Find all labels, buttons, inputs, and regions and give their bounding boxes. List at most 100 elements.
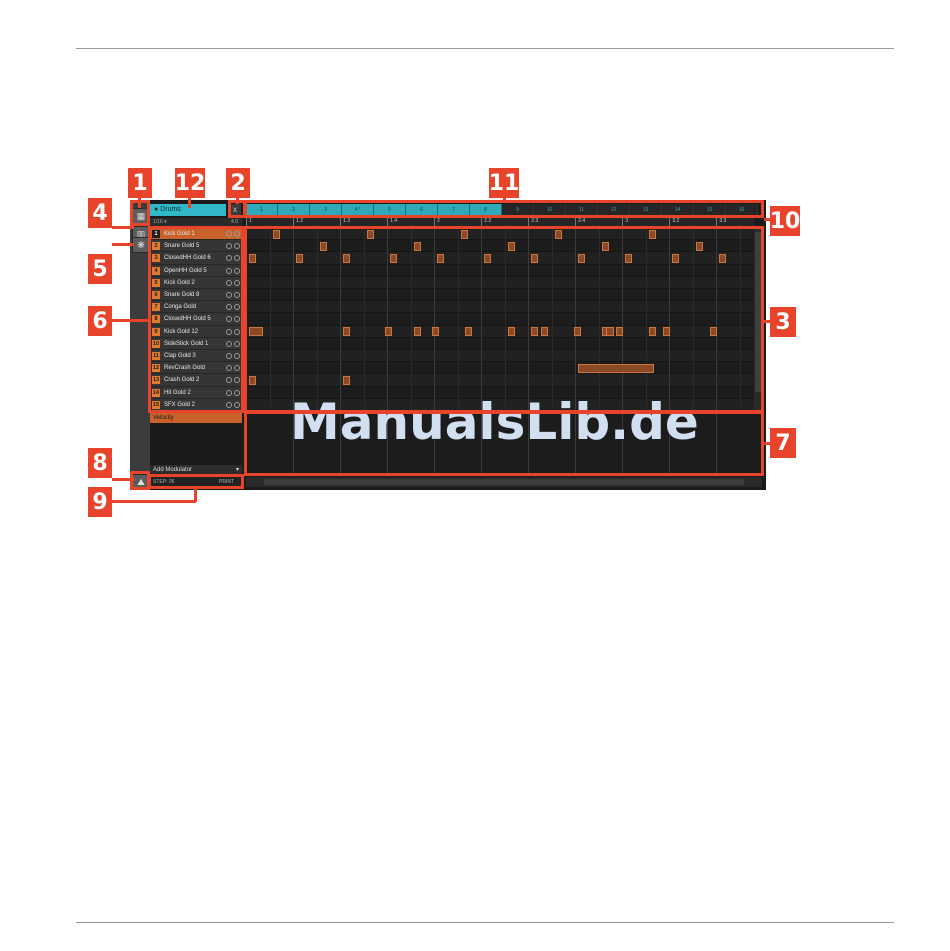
note-event[interactable]	[615, 327, 623, 337]
note-event[interactable]	[625, 253, 633, 264]
note-event[interactable]	[272, 229, 280, 239]
grid-resolution-select[interactable]: 1/16 ▾	[153, 219, 167, 225]
group-name-field[interactable]: ● Drums	[150, 204, 226, 216]
modulation-lane[interactable]	[246, 413, 760, 473]
note-event[interactable]	[413, 327, 421, 337]
mute-icon[interactable]	[226, 231, 232, 237]
note-event[interactable]	[648, 327, 656, 337]
note-event[interactable]	[437, 253, 445, 264]
mute-icon[interactable]	[226, 353, 232, 359]
note-event[interactable]	[343, 375, 351, 386]
grid-lane[interactable]	[246, 276, 754, 289]
note-event[interactable]	[249, 375, 257, 386]
note-event[interactable]	[540, 327, 548, 337]
print-button[interactable]: PRINT	[219, 479, 234, 485]
note-event[interactable]	[573, 327, 581, 337]
vertical-scrollbar[interactable]	[754, 228, 762, 411]
grid-lane[interactable]	[246, 325, 754, 338]
note-event[interactable]	[507, 327, 515, 337]
grid-lane[interactable]	[246, 228, 754, 241]
grid-lane[interactable]	[246, 374, 754, 387]
pattern-slot[interactable]: 16	[726, 204, 758, 216]
mute-icon[interactable]	[226, 243, 232, 250]
solo-icon[interactable]	[234, 353, 240, 359]
note-event[interactable]	[343, 327, 351, 337]
horizontal-scroll-thumb[interactable]	[264, 479, 744, 485]
solo-icon[interactable]	[234, 377, 240, 384]
note-event[interactable]	[662, 327, 670, 337]
note-event[interactable]	[390, 253, 398, 264]
solo-icon[interactable]	[234, 401, 240, 408]
solo-icon[interactable]	[234, 365, 240, 372]
pattern-slot[interactable]: 15	[694, 204, 726, 216]
note-event[interactable]	[507, 241, 515, 251]
step-grid[interactable]	[246, 228, 754, 411]
note-event[interactable]	[460, 229, 468, 239]
solo-icon[interactable]	[234, 304, 240, 311]
note-event[interactable]	[601, 241, 609, 251]
mute-icon[interactable]	[226, 401, 232, 408]
pattern-slot[interactable]: 14	[662, 204, 694, 216]
vertical-scroll-thumb[interactable]	[755, 232, 761, 392]
pattern-slot[interactable]: 5	[374, 204, 406, 216]
mute-icon[interactable]	[226, 279, 232, 286]
mute-icon[interactable]	[226, 389, 232, 396]
mute-icon[interactable]	[226, 255, 232, 262]
solo-icon[interactable]	[234, 292, 240, 298]
note-event[interactable]	[249, 253, 257, 264]
grid-lane[interactable]	[246, 362, 754, 375]
velocity-label[interactable]: Velocity	[150, 413, 242, 423]
note-event[interactable]	[648, 229, 656, 239]
note-event[interactable]	[319, 241, 327, 251]
add-modulator-button[interactable]: Add Modulator▾	[150, 465, 242, 476]
mute-icon[interactable]	[226, 340, 232, 347]
pattern-length-value[interactable]: 4.0	[231, 219, 238, 225]
note-event[interactable]	[484, 253, 492, 264]
pattern-slot[interactable]: 2	[278, 204, 310, 216]
note-event[interactable]	[719, 253, 727, 264]
solo-icon[interactable]	[234, 267, 240, 274]
grid-lane[interactable]	[246, 289, 754, 302]
pattern-slot[interactable]: 13	[630, 204, 662, 216]
note-event[interactable]	[531, 253, 539, 264]
grid-lane[interactable]	[246, 240, 754, 253]
grid-lane[interactable]	[246, 264, 754, 277]
mute-icon[interactable]	[226, 316, 232, 323]
pattern-slot[interactable]: 6	[406, 204, 438, 216]
grid-lane[interactable]	[246, 386, 754, 399]
note-event[interactable]	[249, 327, 264, 337]
pattern-slot[interactable]: 4 *	[342, 204, 374, 216]
pattern-slot[interactable]: 10	[534, 204, 566, 216]
horizontal-scrollbar[interactable]	[246, 477, 762, 487]
solo-icon[interactable]	[234, 316, 240, 323]
note-event[interactable]	[672, 253, 680, 264]
note-event[interactable]	[695, 241, 703, 251]
mute-icon[interactable]	[226, 267, 232, 274]
grid-lane[interactable]	[246, 313, 754, 326]
pattern-slot[interactable]: 3	[310, 204, 342, 216]
grid-lane[interactable]	[246, 301, 754, 314]
note-event[interactable]	[578, 253, 586, 264]
pattern-slot[interactable]: 11	[566, 204, 598, 216]
pattern-slot[interactable]: 9	[502, 204, 534, 216]
step-value[interactable]: STEP: 06	[153, 479, 175, 485]
note-event[interactable]	[366, 229, 374, 239]
pattern-editor-icon[interactable]: ▦	[132, 208, 150, 224]
note-event[interactable]	[554, 229, 562, 239]
pattern-slot[interactable]: 1	[246, 204, 278, 216]
note-event[interactable]	[413, 241, 421, 251]
solo-icon[interactable]	[234, 389, 240, 396]
solo-icon[interactable]	[234, 231, 240, 237]
